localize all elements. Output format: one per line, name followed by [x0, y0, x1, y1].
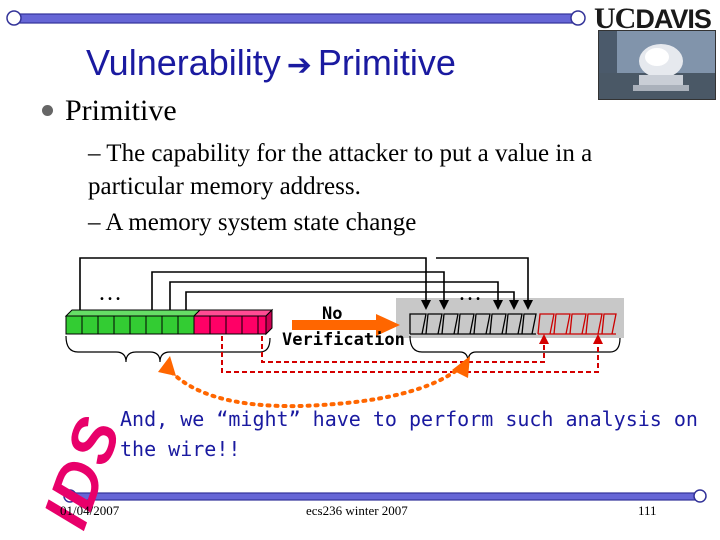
wire-analysis-note: And, we “might” have to perform such ana…	[120, 407, 698, 461]
slide-title: Vulnerability➔Primitive	[86, 42, 456, 83]
target-memory-backdrop	[396, 298, 624, 338]
dashed-arrowheads	[539, 334, 603, 344]
curved-dotted-arrow	[164, 364, 464, 409]
ucdavis-logo: UCDAVIS	[594, 2, 712, 35]
sculpture-image	[599, 31, 715, 99]
target-memory-cells	[409, 313, 537, 335]
no-verification-arrow	[292, 314, 400, 336]
connector-lines	[79, 257, 529, 314]
curved-arrow-head	[452, 356, 470, 378]
source-memory-green	[64, 309, 202, 335]
curved-arrow-tail	[158, 356, 176, 376]
subitem-capability: – The capability for the attacker to put…	[88, 140, 593, 200]
ellipsis-left: …	[98, 280, 122, 306]
bottom-bar	[63, 489, 707, 503]
campus-photo	[598, 30, 716, 100]
target-memory-red-cells	[537, 313, 617, 335]
subitem-state-change: – A memory system state change	[88, 209, 417, 236]
source-memory-red	[192, 308, 274, 336]
verification-label: Verification	[282, 330, 405, 350]
top-bar	[6, 10, 586, 26]
no-label: No	[322, 304, 343, 324]
bullet-dot	[42, 104, 53, 116]
bullet-primitive: Primitive	[42, 94, 177, 128]
dashed-connectors	[221, 336, 599, 373]
footer-date: 01/04/2007	[60, 503, 120, 518]
ellipsis-right: …	[458, 280, 482, 306]
connector-arrowheads	[421, 300, 533, 310]
footer-page-number: 111	[638, 503, 657, 518]
footer-course: ecs236 winter 2007	[306, 503, 408, 518]
